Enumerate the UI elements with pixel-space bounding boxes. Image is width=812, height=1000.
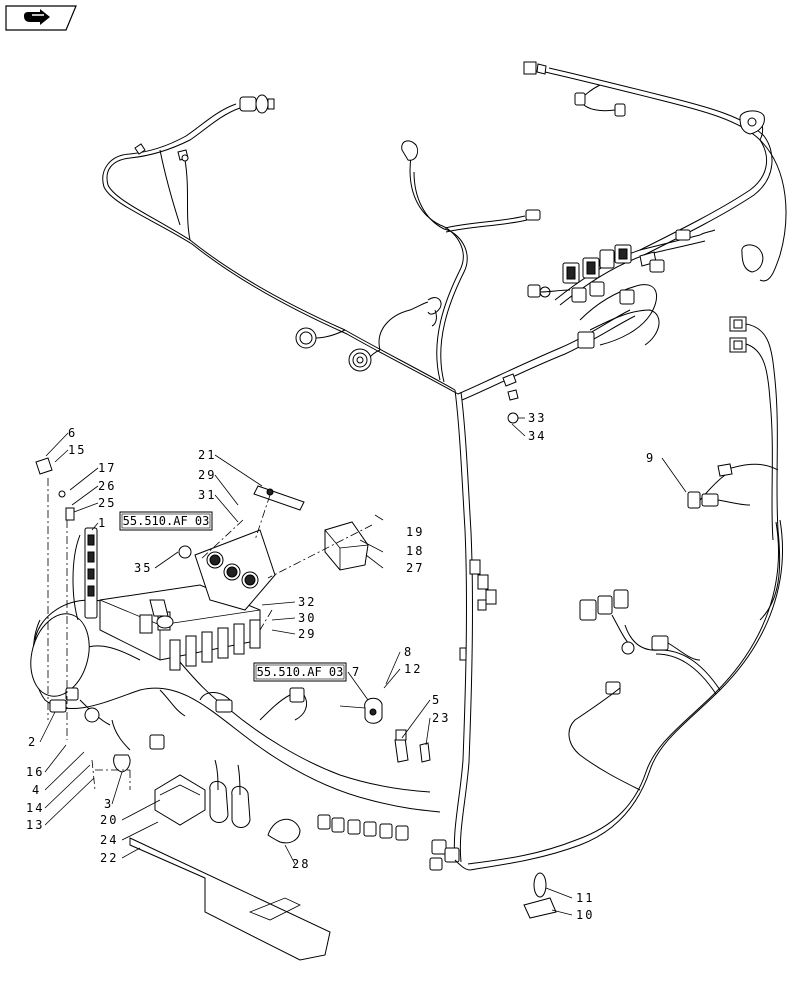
callout-3: 3 [104, 797, 113, 811]
callout-7: 7 [352, 665, 361, 679]
ref-box-lower[interactable]: 55.510.AF 03 [253, 662, 347, 682]
callout-29-lower: 29 [298, 627, 316, 641]
callout-12: 12 [404, 662, 422, 676]
callout-5: 5 [432, 693, 441, 707]
callout-19: 19 [406, 525, 424, 539]
callout-25: 25 [98, 496, 116, 510]
callout-21: 21 [198, 448, 216, 462]
callout-6: 6 [68, 426, 77, 440]
central-connector-cluster [527, 234, 706, 349]
callout-11: 11 [576, 891, 594, 905]
callout-9: 9 [646, 451, 655, 465]
callout-17: 17 [98, 461, 116, 475]
callout-22: 22 [100, 851, 118, 865]
callout-26: 26 [98, 479, 116, 493]
next-page-button[interactable] [5, 5, 77, 31]
callout-20: 20 [100, 813, 118, 827]
ref-box-upper[interactable]: 55.510.AF 03 [119, 511, 213, 531]
callout-13: 13 [26, 818, 44, 832]
callout-35: 35 [134, 561, 152, 575]
callout-16: 16 [26, 765, 44, 779]
callout-18: 18 [406, 544, 424, 558]
leader-lines [39, 417, 687, 916]
callout-30: 30 [298, 611, 316, 625]
callout-labels: 6 15 17 26 25 1 21 29 31 35 19 18 27 32 … [26, 411, 655, 922]
ref-box-lower-label: 55.510.AF 03 [257, 665, 344, 679]
callout-24: 24 [100, 833, 118, 847]
callout-31: 31 [198, 488, 216, 502]
callout-32: 32 [298, 595, 316, 609]
callout-33: 33 [528, 411, 546, 425]
ref-box-upper-label: 55.510.AF 03 [123, 514, 210, 528]
callout-10: 10 [576, 908, 594, 922]
callout-15: 15 [68, 443, 86, 457]
callout-34: 34 [528, 429, 546, 443]
callout-8: 8 [404, 645, 413, 659]
callout-28: 28 [292, 857, 310, 871]
main-harness-upper [102, 61, 787, 863]
callout-23: 23 [432, 711, 450, 725]
right-harness [429, 316, 783, 871]
callout-27: 27 [406, 561, 424, 575]
callout-14: 14 [26, 801, 44, 815]
callout-1: 1 [98, 516, 107, 530]
callout-4: 4 [32, 783, 41, 797]
callout-29-upper: 29 [198, 468, 216, 482]
fuse-box-assembly [30, 389, 557, 961]
next-page-arrow-icon [24, 9, 50, 25]
callout-2: 2 [28, 735, 37, 749]
